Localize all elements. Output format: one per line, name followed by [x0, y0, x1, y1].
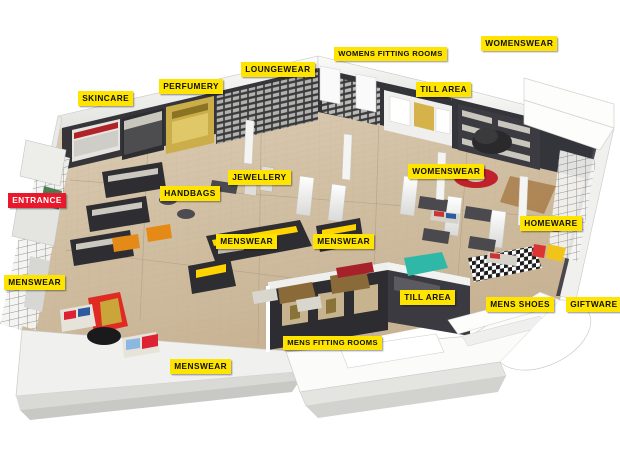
zone-label-skincare: SKINCARE [78, 91, 134, 107]
zone-label-till-area-top: TILL AREA [416, 82, 472, 98]
upper-right-canopy [523, 77, 615, 151]
zone-label-jewellery: JEWELLERY [228, 170, 291, 186]
zone-label-mens-shoes: MENS SHOES [486, 297, 555, 313]
zone-label-womenswear-top: WOMENSWEAR [481, 36, 558, 52]
zone-label-womens-fitting-rooms: WOMENS FITTING ROOMS [334, 47, 447, 62]
zone-label-perfumery: PERFUMERY [159, 79, 224, 95]
exit-core-structure [285, 291, 592, 418]
zone-label-entrance: ENTRANCE [8, 193, 67, 209]
zone-label-giftware: GIFTWARE [566, 297, 620, 313]
zone-label-menswear-right: MENSWEAR [313, 234, 375, 250]
zone-label-till-area-bottom: TILL AREA [400, 290, 456, 306]
right-perimeter-wall [548, 123, 615, 301]
zone-label-menswear-bottom: MENSWEAR [170, 359, 232, 375]
zone-label-menswear-central: MENSWEAR [216, 234, 278, 250]
entrance-structure [11, 139, 67, 247]
front-walkway [15, 329, 301, 420]
zone-label-womenswear-mid: WOMENSWEAR [408, 164, 485, 180]
zone-label-mens-fitting-rooms: MENS FITTING ROOMS [283, 336, 383, 351]
zone-label-handbags: HANDBAGS [160, 186, 220, 202]
ceiling-soffits [319, 65, 377, 113]
zone-label-homeware: HOMEWARE [520, 216, 582, 232]
zone-label-menswear-left: MENSWEAR [4, 275, 66, 291]
zone-label-loungewear: LOUNGEWEAR [241, 62, 315, 78]
